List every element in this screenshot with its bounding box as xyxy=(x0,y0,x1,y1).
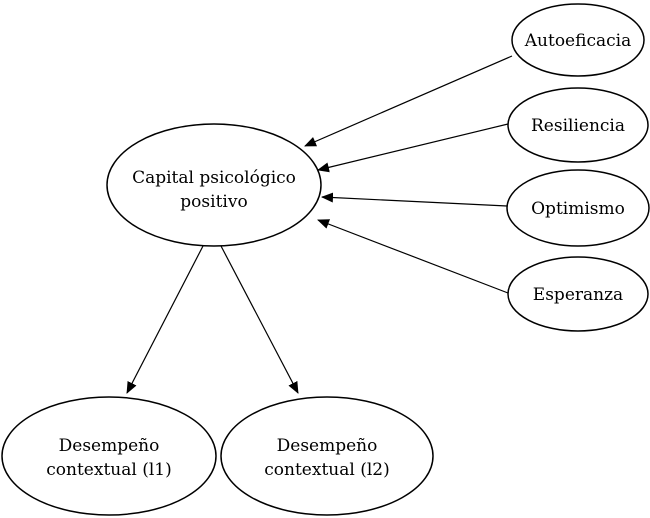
node-capital-line-1: Capital psicológico xyxy=(132,168,296,188)
node-resiliencia: Resiliencia xyxy=(507,87,649,163)
node-capital-psicologico-positivo: Capital psicológico positivo xyxy=(106,123,322,247)
node-desempeno-l1-line-1: Desempeño xyxy=(59,436,160,456)
node-esperanza: Esperanza xyxy=(507,256,649,332)
node-capital-line-2: positivo xyxy=(180,192,247,212)
node-optimismo-label: Optimismo xyxy=(531,199,625,219)
node-autoeficacia-label: Autoeficacia xyxy=(524,31,631,51)
node-resiliencia-label: Resiliencia xyxy=(531,116,625,136)
edge-capital-to-desempeno-l2 xyxy=(220,245,299,394)
edge-capital-to-desempeno-l1 xyxy=(126,245,204,394)
node-desempeno-l1-line-2: contextual (l1) xyxy=(46,460,171,480)
node-desempeno-l2-line-1: Desempeño xyxy=(277,436,378,456)
node-optimismo: Optimismo xyxy=(506,169,650,247)
node-desempeno-l2-line-2: contextual (l2) xyxy=(264,460,389,480)
node-desempeno-contextual-l1: Desempeño contextual (l1) xyxy=(1,396,217,516)
node-desempeno-contextual-l2: Desempeño contextual (l2) xyxy=(220,396,434,516)
edge-esperanza-to-capital xyxy=(317,219,509,294)
node-autoeficacia: Autoeficacia xyxy=(511,3,645,77)
node-esperanza-label: Esperanza xyxy=(533,285,623,305)
edge-autoeficacia-to-capital xyxy=(304,55,513,147)
edge-resiliencia-to-capital xyxy=(317,123,509,173)
edge-optimismo-to-capital xyxy=(321,192,508,207)
